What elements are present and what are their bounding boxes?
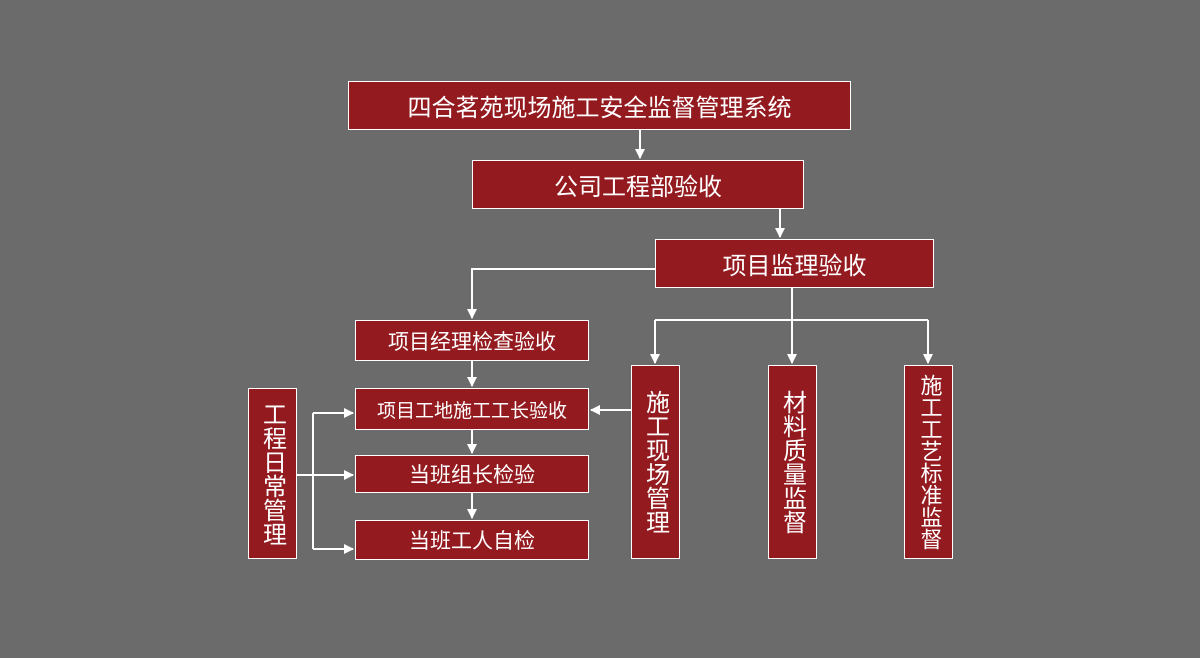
material-quality-label: 材料质量监督: [778, 390, 807, 534]
worker-self-check-label: 当班工人自检: [409, 529, 535, 553]
pm-inspection-box: 项目经理检查验收: [355, 320, 589, 361]
shift-leader-box: 当班组长检验: [355, 455, 589, 493]
company-acceptance-label: 公司工程部验收: [554, 173, 722, 201]
company-acceptance-box: 公司工程部验收: [472, 160, 804, 209]
site-management-label: 施工现场管理: [641, 390, 670, 534]
daily-management-box: 工程日常管理: [248, 388, 297, 559]
pm-inspection-label: 项目经理检查验收: [388, 329, 556, 354]
site-foreman-label: 项目工地施工工长验收: [376, 399, 567, 422]
process-standard-box: 施工工艺标准监督: [904, 365, 953, 559]
site-foreman-box: 项目工地施工工长验收: [355, 388, 589, 430]
project-supervision-box: 项目监理验收: [655, 239, 934, 288]
material-quality-box: 材料质量监督: [768, 365, 817, 559]
site-management-box: 施工现场管理: [631, 365, 680, 559]
daily-management-label: 工程日常管理: [258, 401, 287, 546]
arrow-supervision-to-pm: [467, 268, 655, 319]
root-system-box: 四合茗苑现场施工安全监督管理系统: [348, 81, 851, 130]
project-supervision-label: 项目监理验收: [722, 252, 867, 280]
root-system-label: 四合茗苑现场施工安全监督管理系统: [407, 94, 792, 122]
worker-self-check-box: 当班工人自检: [355, 520, 589, 560]
process-standard-label: 施工工艺标准监督: [916, 374, 942, 550]
shift-leader-label: 当班组长检验: [409, 463, 535, 487]
